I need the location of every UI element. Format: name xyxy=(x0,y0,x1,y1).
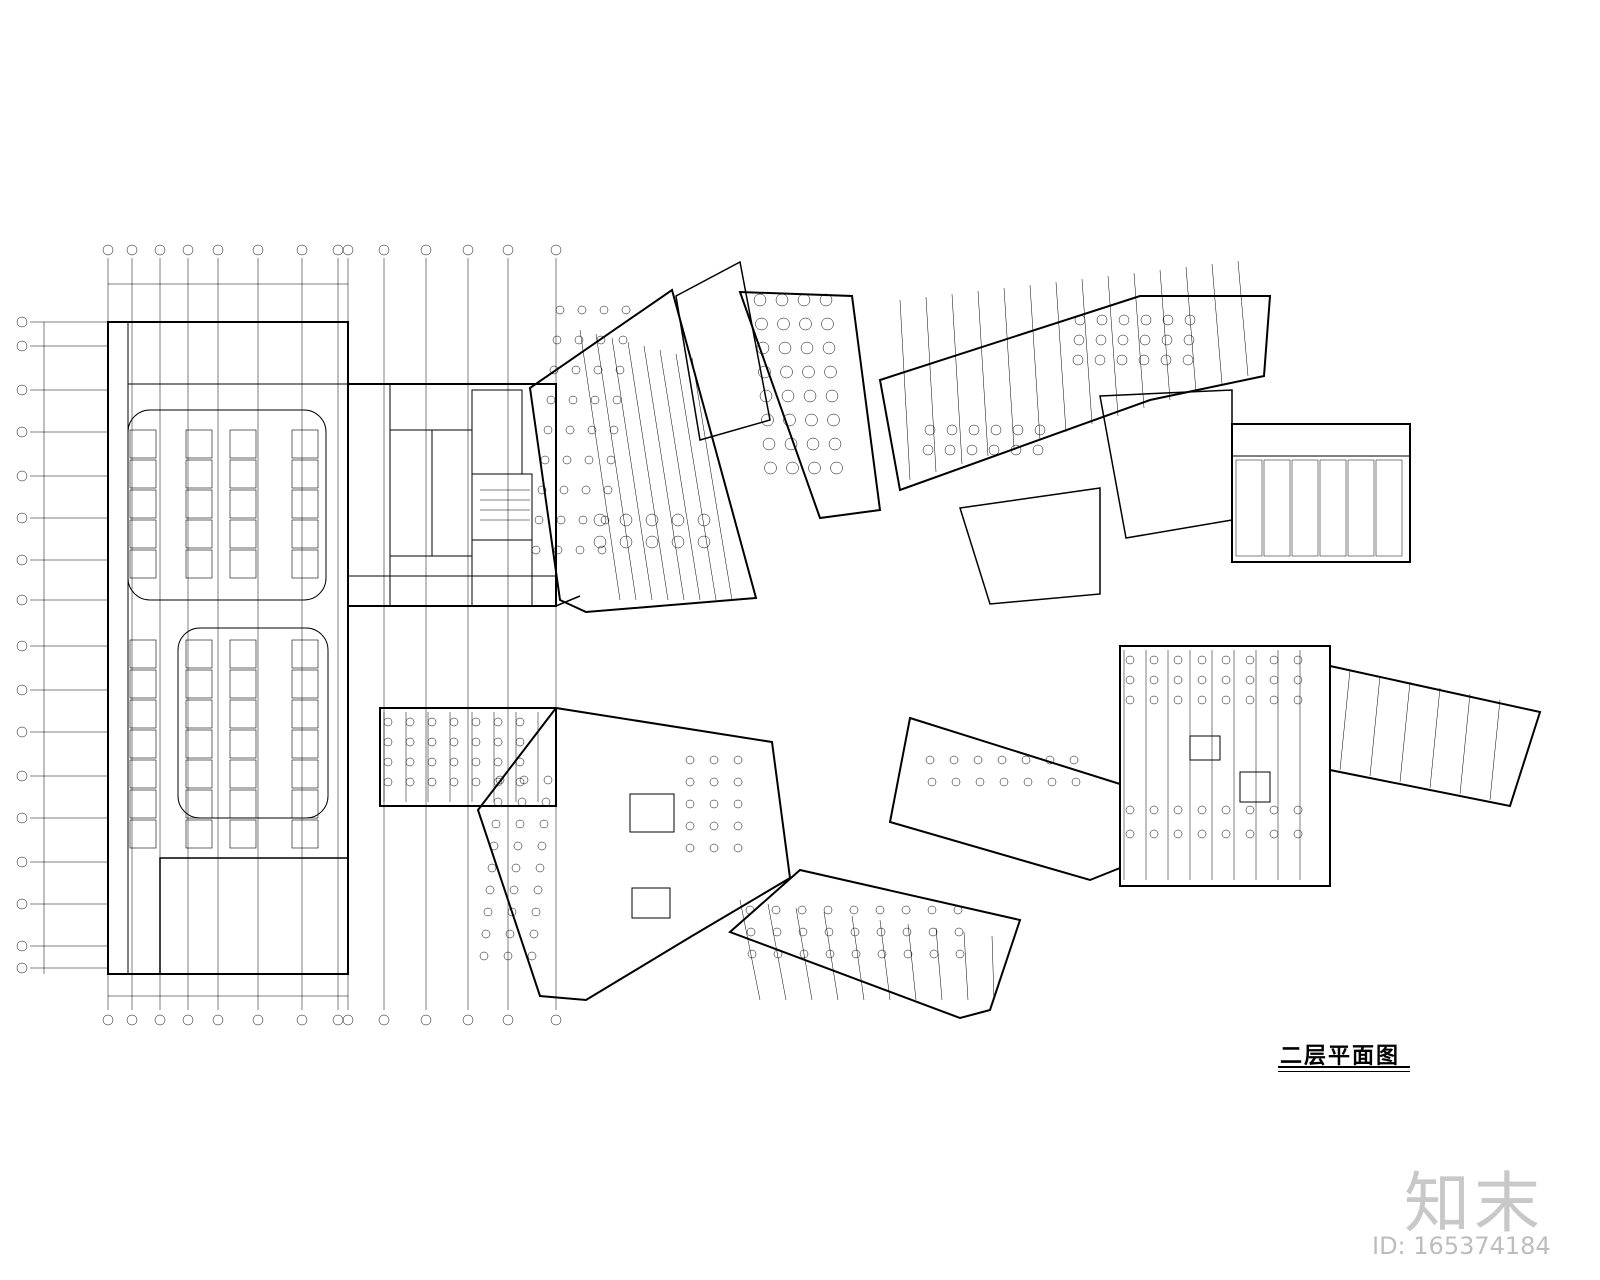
grid-axes-left xyxy=(16,244,562,1026)
drawing-title: 二层平面图 xyxy=(1280,1044,1401,1069)
watermark-id: ID: 165374184 xyxy=(1372,1232,1551,1260)
watermark-logo: 知末 xyxy=(1404,1165,1544,1242)
lower-left-wing xyxy=(379,706,1022,1020)
lobby-block xyxy=(347,383,581,607)
upper-wing xyxy=(528,260,1411,614)
title-underline-thick xyxy=(1278,1066,1410,1068)
title-underline-thin xyxy=(1278,1071,1410,1072)
lower-right-wing xyxy=(888,645,1542,887)
parking-block xyxy=(107,321,349,975)
